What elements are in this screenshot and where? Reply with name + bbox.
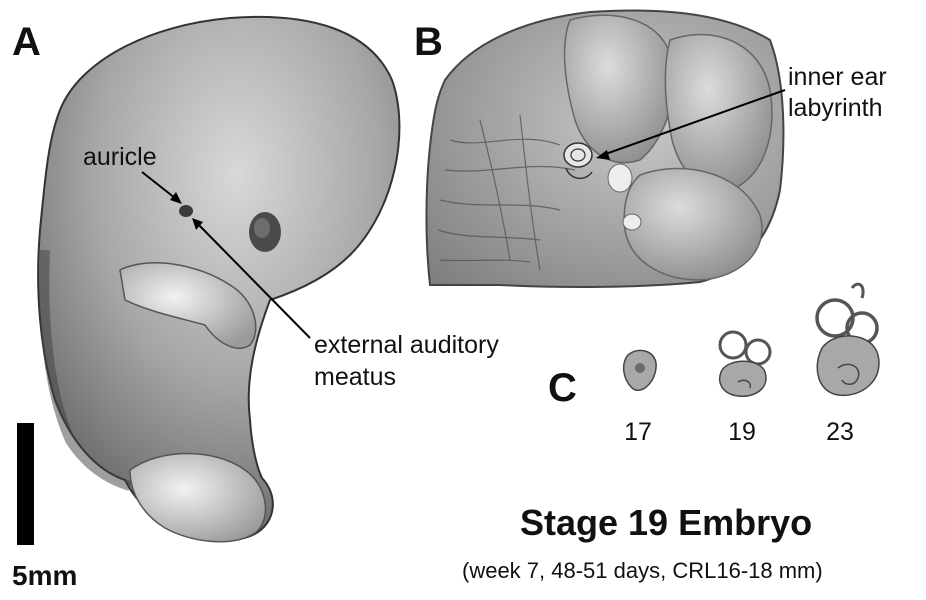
upper-limb: [119, 262, 257, 349]
panel-letter-b: B: [414, 20, 443, 64]
inner-ear-label-line2: labyrinth: [788, 94, 883, 122]
panel-letter-a: A: [12, 20, 41, 64]
scale-bar-label: 5mm: [12, 560, 78, 591]
section-illustration: [425, 9, 785, 288]
stage-label-23: 23: [826, 418, 854, 446]
labyrinth-stage-19: [718, 330, 772, 397]
auricle-shape: [179, 205, 193, 217]
meatus-label-line1: external auditory: [314, 331, 499, 359]
labyrinth-shape: [563, 142, 593, 180]
stage-label-19: 19: [728, 418, 756, 446]
figure-title: Stage 19 Embryo: [520, 502, 813, 543]
inner-ear-arrow: [599, 89, 786, 157]
labyrinth-stage-17: [622, 349, 657, 391]
meatus-label-line2: meatus: [314, 363, 396, 391]
meatus-arrow: [193, 219, 311, 339]
arrowheads: [170, 150, 610, 230]
inner-ear-label-line1: inner ear: [788, 63, 887, 91]
panel-letter-c: C: [548, 366, 577, 410]
lower-limb: [129, 452, 267, 543]
scale-bar: [17, 423, 34, 545]
auricle-label: auricle: [83, 143, 157, 171]
figure-subtitle: (week 7, 48-51 days, CRL16-18 mm): [462, 558, 823, 583]
stage-label-17: 17: [624, 418, 652, 446]
labyrinth-stage-23: [815, 282, 880, 396]
embryo-photo: [37, 15, 401, 543]
